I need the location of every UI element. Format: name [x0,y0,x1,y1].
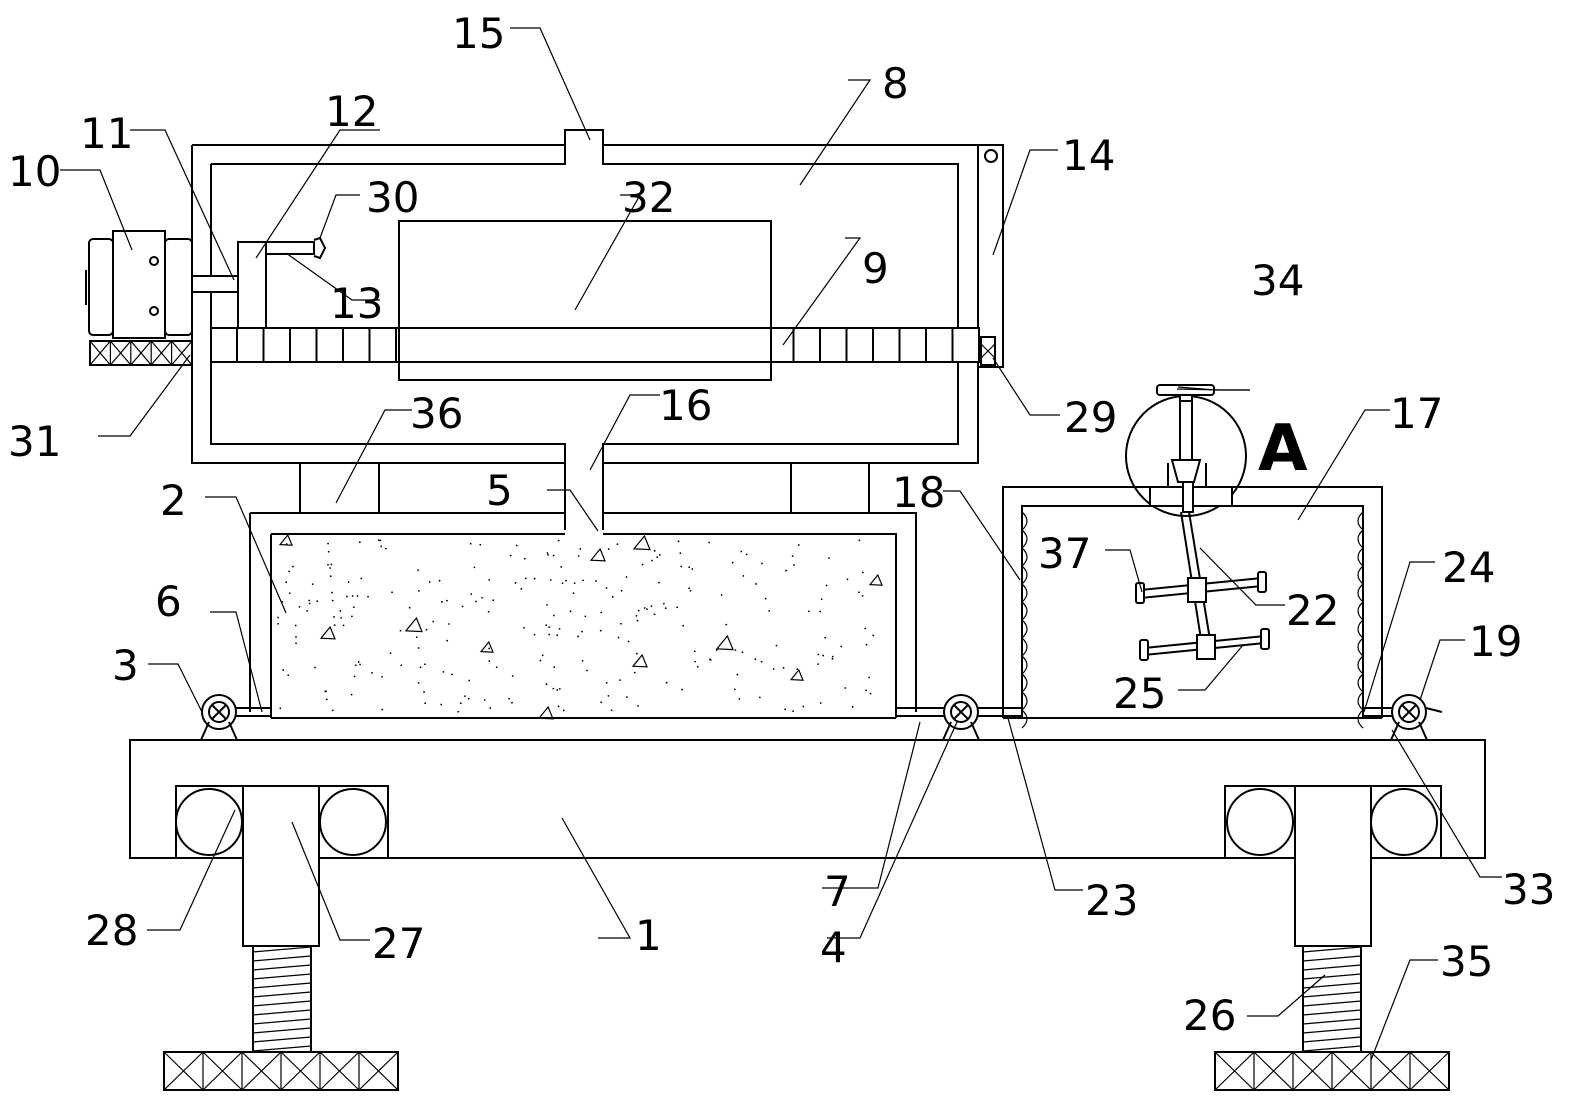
label-1: 1 [635,911,662,960]
block-32 [398,220,772,381]
labels: 15 8 12 11 10 30 32 14 13 9 34 29 31 36 … [8,9,1555,1040]
left-screw [252,945,312,1053]
hinge-left-3 [200,694,271,741]
label-16: 16 [659,381,712,430]
label-4: 4 [820,923,847,972]
label-32: 32 [622,173,675,222]
hinge-right-19 [1362,694,1443,741]
label-31: 31 [8,417,61,466]
label-19: 19 [1469,617,1522,666]
label-18: 18 [892,468,945,517]
left-leg-assembly [163,785,399,1091]
label-33: 33 [1502,865,1555,914]
left-wheel-b [319,788,387,856]
label-36: 36 [410,389,463,438]
label-29: 29 [1064,393,1117,442]
label-5: 5 [486,466,513,515]
label-14: 14 [1062,131,1115,180]
label-11: 11 [80,109,133,158]
left-wheel-a [175,788,243,856]
support-36-right [790,462,870,514]
label-8: 8 [882,59,909,108]
label-10: 10 [8,147,61,196]
support-36-left [299,462,380,514]
leader-lines [60,27,1502,1061]
side-door-14 [977,144,1004,368]
label-7: 7 [824,867,851,916]
label-13: 13 [330,279,383,328]
label-3: 3 [112,641,139,690]
label-22: 22 [1286,586,1339,635]
label-34: 34 [1251,256,1304,305]
label-15: 15 [452,9,505,58]
right-wheel-b [1370,788,1438,856]
label-23: 23 [1085,876,1138,925]
label-27: 27 [372,919,425,968]
container-2 [249,512,917,720]
label-2: 2 [160,476,187,525]
label-30: 30 [366,173,419,222]
right-wheel-a [1226,788,1294,856]
label-24: 24 [1442,543,1495,592]
right-leg-assembly [1214,785,1450,1091]
label-35: 35 [1440,937,1493,986]
label-28: 28 [85,906,138,955]
motor-assembly [85,230,327,366]
hinge-middle-4 [896,694,1022,741]
label-37: 37 [1038,529,1091,578]
label-25: 25 [1113,669,1166,718]
label-6: 6 [155,577,182,626]
left-sleeve [242,785,320,947]
label-26: 26 [1183,991,1236,1040]
section-marker-a: A [1258,412,1308,486]
agitator [1125,384,1270,661]
label-9: 9 [862,244,889,293]
label-17: 17 [1390,389,1443,438]
right-sleeve [1294,785,1372,947]
right-screw [1302,945,1362,1053]
label-12: 12 [325,87,378,136]
